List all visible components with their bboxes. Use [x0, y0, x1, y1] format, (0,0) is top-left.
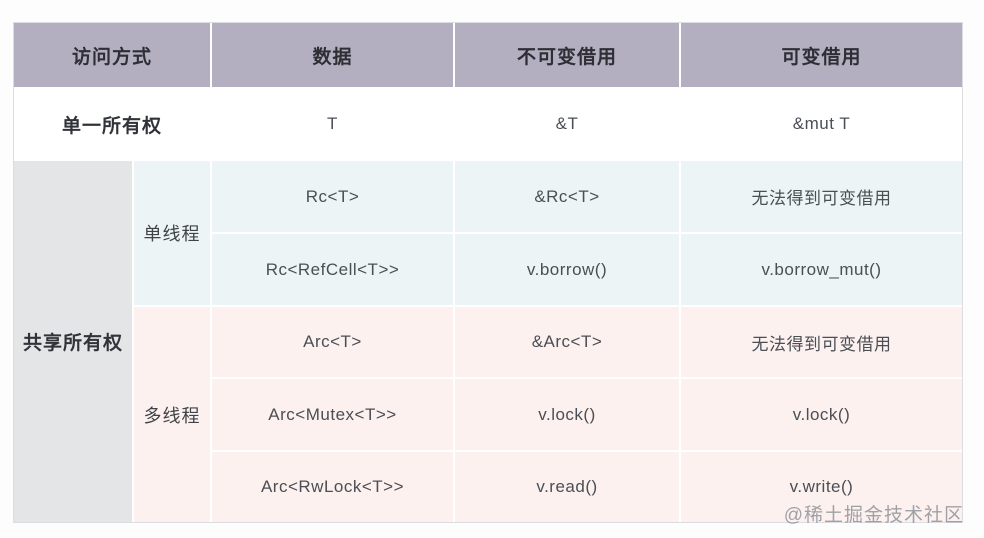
table-cell-refcell-data: Rc<RefCell<T>> — [212, 234, 453, 305]
table-cell-rwlock-mutable: v.write() — [681, 452, 962, 522]
table-cell-rc-immutable: &Rc<T> — [455, 161, 679, 232]
table-cell-mutex-immutable: v.lock() — [455, 379, 679, 450]
table-cell-rc-mutable: 无法得到可变借用 — [681, 161, 962, 232]
column-header-immutable-borrow: 不可变借用 — [455, 23, 679, 87]
table-cell-refcell-immutable: v.borrow() — [455, 234, 679, 305]
table-cell-rc-data: Rc<T> — [212, 161, 453, 232]
table-cell-arc-mutable: 无法得到可变借用 — [681, 307, 962, 377]
group-label-multi-thread: 多线程 — [134, 307, 210, 522]
table-cell-rwlock-immutable: v.read() — [455, 452, 679, 522]
row-label-shared-ownership: 共享所有权 — [14, 161, 132, 522]
table-cell-single-mutable: &mut T — [681, 89, 962, 159]
group-label-single-thread: 单线程 — [134, 161, 210, 305]
table-cell-single-immutable: &T — [455, 89, 679, 159]
column-header-mutable-borrow: 可变借用 — [681, 23, 962, 87]
ownership-borrow-table: 访问方式 数据 不可变借用 可变借用 单一所有权 T &T &mut T 共享所… — [13, 22, 963, 523]
table-cell-arc-immutable: &Arc<T> — [455, 307, 679, 377]
column-header-data: 数据 — [212, 23, 453, 87]
column-header-access-method: 访问方式 — [14, 23, 210, 87]
table-cell-refcell-mutable: v.borrow_mut() — [681, 234, 962, 305]
table-cell-mutex-mutable: v.lock() — [681, 379, 962, 450]
juejin-community-watermark: @稀土掘金技术社区 — [783, 505, 964, 526]
table-cell-single-data: T — [212, 89, 453, 159]
table-cell-rwlock-data: Arc<RwLock<T>> — [212, 452, 453, 522]
row-label-single-ownership: 单一所有权 — [14, 89, 210, 159]
table-cell-arc-data: Arc<T> — [212, 307, 453, 377]
table-cell-mutex-data: Arc<Mutex<T>> — [212, 379, 453, 450]
